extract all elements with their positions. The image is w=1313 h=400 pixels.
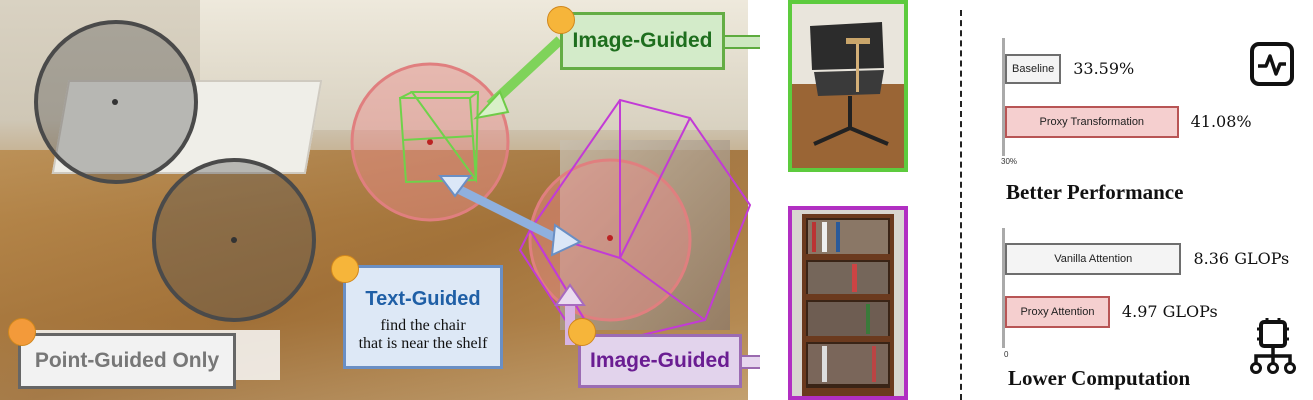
baseline-bar-label: Baseline [1012, 63, 1055, 75]
point-guided-label: Point-Guided Only [18, 333, 236, 389]
text-guided-query-line1: find the chair [380, 317, 466, 334]
frustrated-face-icon [8, 318, 36, 346]
vanilla-attention-bar: Vanilla Attention [1005, 243, 1182, 275]
chair-reference-image [788, 0, 908, 172]
text-guided-query-line2: that is near the shelf [358, 335, 488, 352]
proxy-transformation-bar: Proxy Transformation [1005, 106, 1179, 138]
image-guided-label-bottom: Image-Guided [578, 334, 742, 388]
chair-illustration [792, 4, 904, 168]
image-guided-text-bottom: Image-Guided [589, 349, 731, 372]
scene-shelf [560, 140, 730, 330]
bookshelf-illustration [792, 210, 904, 396]
proxy-transformation-bar-label: Proxy Transformation [1039, 116, 1145, 128]
image-guided-text-top: Image-Guided [572, 29, 713, 52]
computation-title: Lower Computation [1008, 366, 1191, 390]
baseline-value: 33.59% [1073, 59, 1135, 78]
shelf-reference-image [788, 206, 908, 400]
scene-overlay [34, 20, 760, 369]
performance-axis [1002, 38, 1005, 156]
computation-axis [1002, 228, 1005, 348]
monitor-pulse-icon [1250, 42, 1294, 86]
vanilla-attention-value: 8.36 GLOPs [1193, 249, 1290, 268]
proxy-attention-bar: Proxy Attention [1005, 296, 1110, 328]
text-guided-title: Text-Guided [365, 288, 481, 310]
chip-network-icon [1248, 318, 1298, 374]
happy-face-icon [568, 318, 596, 346]
computation-axis-tick: 0 [1004, 350, 1009, 359]
text-guided-label: Text-Guided find the chair that is near … [343, 265, 503, 369]
chair-bbox [398, 91, 480, 184]
divider-dashed [960, 10, 962, 400]
shelf-books [808, 220, 888, 384]
baseline-bar: Baseline [1005, 54, 1062, 84]
performance-title: Better Performance [1006, 180, 1184, 204]
proxy-attention-value: 4.97 GLOPs [1121, 302, 1218, 321]
performance-axis-tick: 30% [1001, 157, 1018, 166]
vanilla-attention-bar-label: Vanilla Attention [1054, 253, 1133, 265]
happy-face-icon [547, 6, 575, 34]
point-guided-text: Point-Guided Only [34, 349, 220, 372]
proxy-transformation-value: 41.08% [1190, 112, 1252, 131]
happy-face-icon [331, 255, 359, 283]
image-guided-label-top: Image-Guided [560, 12, 725, 70]
proxy-attention-bar-label: Proxy Attention [1020, 306, 1095, 318]
